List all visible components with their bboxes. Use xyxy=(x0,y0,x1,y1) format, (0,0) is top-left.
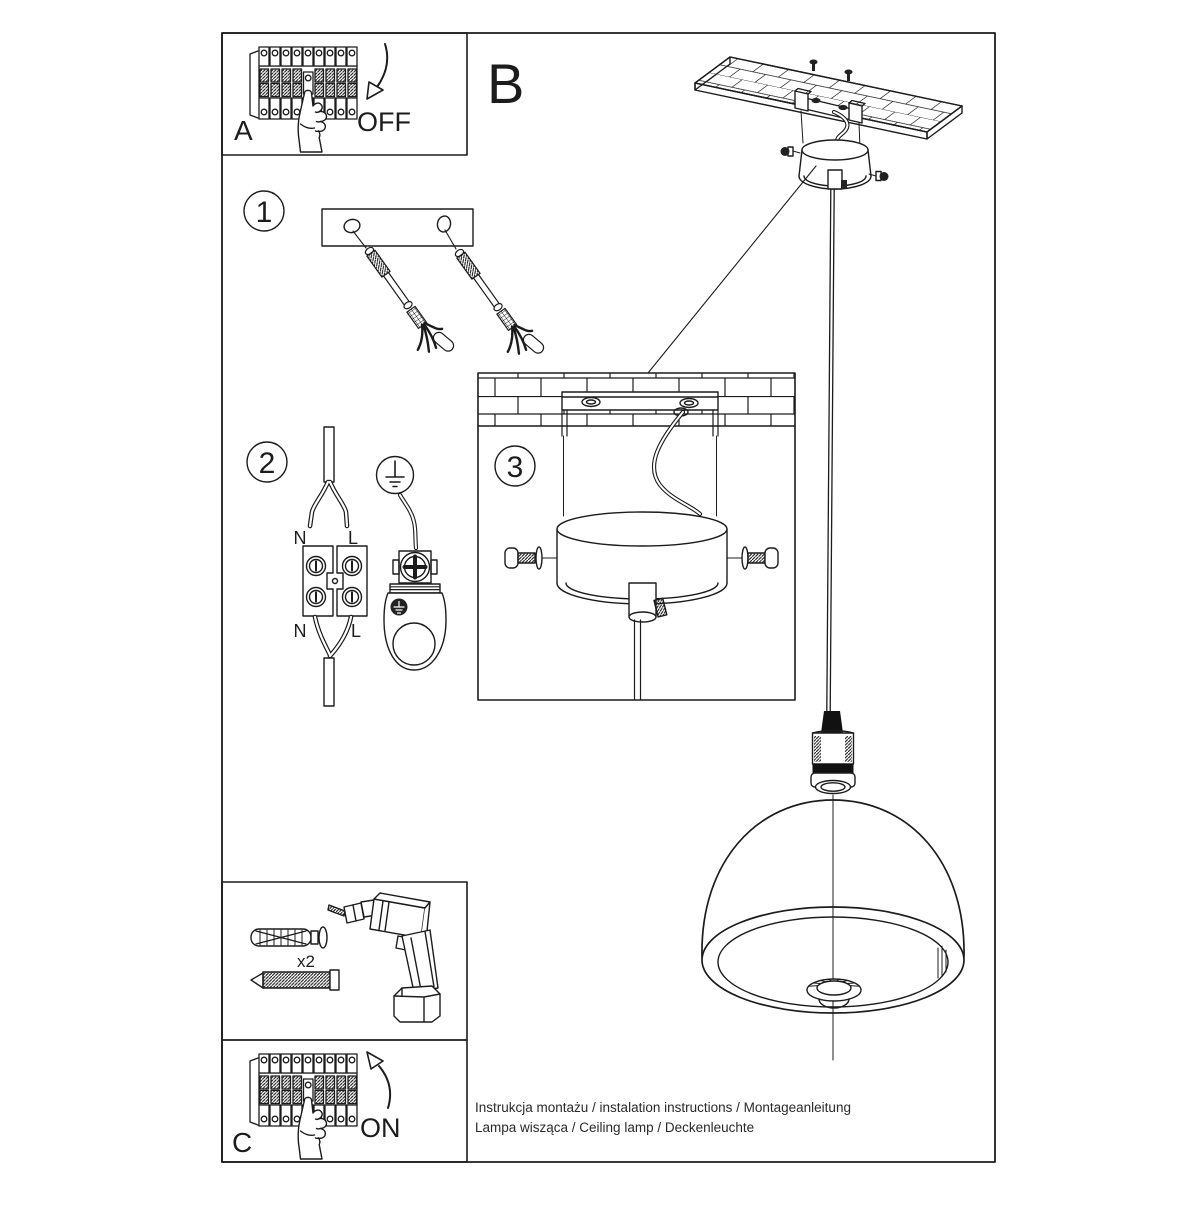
wire-label-n-top: N xyxy=(294,528,307,548)
canopy-screw-left xyxy=(504,546,558,570)
tools-illustration xyxy=(250,892,441,1023)
step2-number: 2 xyxy=(259,447,276,480)
panel-a-box xyxy=(221,32,468,156)
board-screw-icons xyxy=(809,59,853,81)
mounting-bracket xyxy=(561,391,719,517)
step1-number: 1 xyxy=(256,196,273,229)
canopy-detail xyxy=(556,511,728,701)
panel-a-label: A xyxy=(234,115,253,146)
footer-line-2: Lampa wisząca / Ceiling lamp / Deckenleu… xyxy=(475,1120,754,1135)
wire-label-l-top: L xyxy=(348,528,358,548)
step1-illustration xyxy=(243,190,549,370)
step2-illustration xyxy=(246,426,447,707)
step2-badge xyxy=(246,441,288,483)
detail-leader-line xyxy=(647,165,817,374)
ceiling-board xyxy=(694,56,963,140)
earth-terminal xyxy=(383,550,447,671)
wall-anchor-icon xyxy=(250,926,328,949)
sheet-border xyxy=(221,32,996,1163)
wall-anchor-icon xyxy=(351,238,459,368)
off-label: OFF xyxy=(357,107,411,137)
on-label: ON xyxy=(360,1113,401,1143)
panel-b-label: B xyxy=(487,52,524,115)
step1-badge xyxy=(243,190,285,232)
canopy-screw-right xyxy=(726,546,779,570)
mounting-plate xyxy=(321,208,474,247)
wire-label-n-bottom: N xyxy=(294,621,307,641)
inner-socket xyxy=(806,978,862,1009)
breaker-on-illustration xyxy=(250,1051,392,1160)
pendant-cord xyxy=(826,188,835,712)
step3-number: 3 xyxy=(507,451,524,484)
grounding-symbol-icon xyxy=(375,455,415,495)
step3-illustration xyxy=(477,373,796,701)
main-canopy xyxy=(780,139,889,190)
lamp-socket xyxy=(810,711,856,795)
terminal-block xyxy=(302,545,368,617)
step3-badge xyxy=(494,445,536,487)
breaker-off-illustration xyxy=(250,43,389,153)
dome-shade xyxy=(701,794,965,1061)
wall-anchor-icon xyxy=(441,240,549,370)
anchor-quantity-label: x2 xyxy=(297,952,315,971)
curved-up-arrow-icon xyxy=(366,1051,392,1109)
footer-line-1: Instrukcja montażu / instalation instruc… xyxy=(475,1100,851,1115)
curved-down-arrow-icon xyxy=(366,43,389,100)
wire-label-l-bottom: L xyxy=(351,621,361,641)
panel-c-box xyxy=(221,1039,468,1163)
panel-c-label: C xyxy=(232,1127,252,1158)
screw-icon xyxy=(250,969,340,991)
power-drill-icon xyxy=(327,892,441,1023)
